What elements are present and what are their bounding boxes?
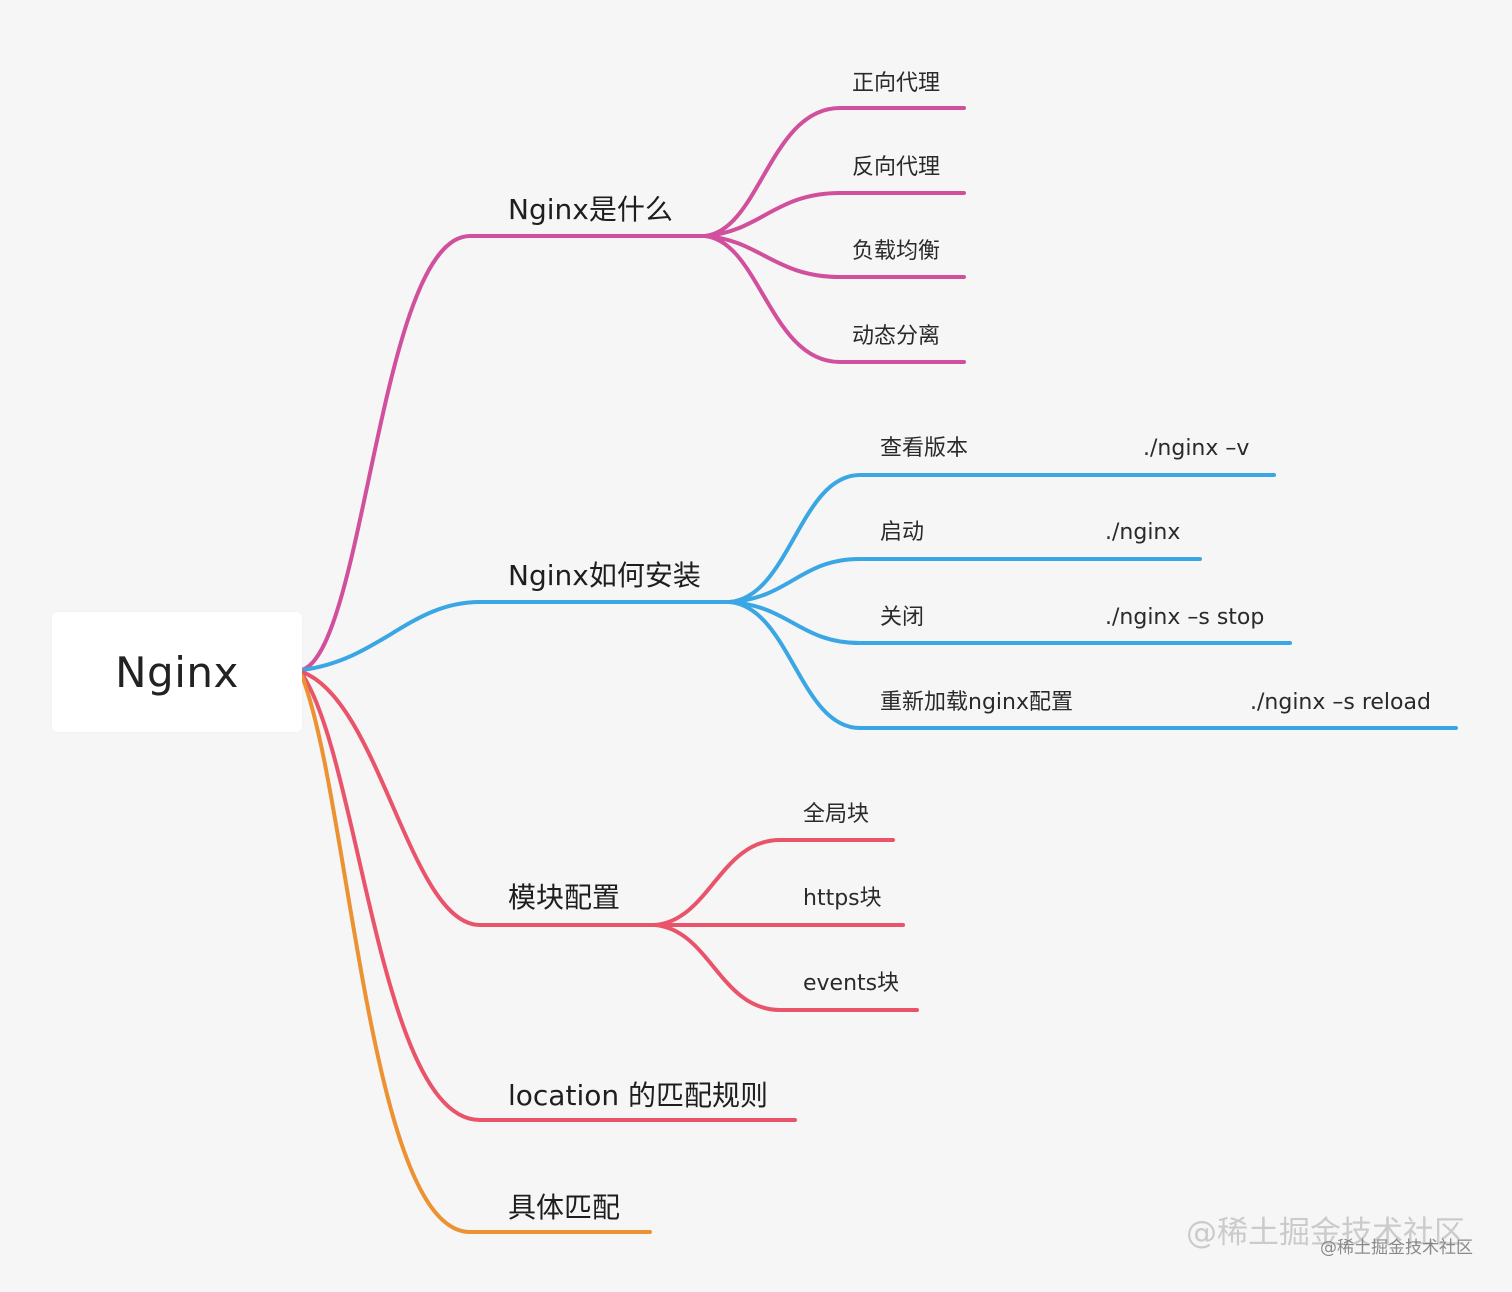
leaf-start[interactable]: 启动 bbox=[880, 520, 925, 545]
leaf-global-block[interactable]: 全局块 bbox=[803, 802, 870, 827]
link-install-1 bbox=[728, 557, 1202, 604]
cmd-reload: ./nginx –s reload bbox=[1250, 690, 1431, 715]
leaf-reverse-proxy[interactable]: 反向代理 bbox=[852, 155, 941, 180]
watermark-small: @稀土掘金技术社区 bbox=[1320, 1238, 1473, 1258]
link-root-what bbox=[300, 234, 712, 672]
link-install-2 bbox=[728, 600, 1292, 645]
link-root-match bbox=[300, 674, 652, 1234]
root-label: Nginx bbox=[115, 647, 239, 697]
leaf-events-block[interactable]: events块 bbox=[803, 971, 900, 996]
branch-location-label[interactable]: location 的匹配规则 bbox=[508, 1079, 768, 1112]
link-what-3 bbox=[703, 234, 966, 364]
leaf-https-block[interactable]: https块 bbox=[803, 886, 882, 911]
cmd-stop: ./nginx –s stop bbox=[1105, 605, 1265, 630]
link-module-2 bbox=[653, 923, 919, 1012]
branch-module-label[interactable]: 模块配置 bbox=[508, 881, 621, 914]
leaf-forward-proxy[interactable]: 正向代理 bbox=[852, 71, 941, 96]
link-root-install bbox=[300, 600, 737, 672]
link-what-2 bbox=[703, 234, 966, 279]
link-what-0 bbox=[703, 106, 966, 238]
branch-install-label[interactable]: Nginx如何安装 bbox=[508, 559, 701, 592]
branch-match-label[interactable]: 具体匹配 bbox=[508, 1191, 621, 1224]
link-what-1 bbox=[703, 191, 966, 238]
branch-what-label[interactable]: Nginx是什么 bbox=[508, 193, 673, 226]
cmd-check-version: ./nginx –v bbox=[1143, 436, 1250, 461]
leaf-reload[interactable]: 重新加载nginx配置 bbox=[880, 690, 1073, 715]
watermark-large: @稀土掘金技术社区 bbox=[1186, 1215, 1465, 1251]
link-root-location bbox=[300, 672, 797, 1122]
leaf-stop[interactable]: 关闭 bbox=[880, 605, 925, 630]
link-module-0 bbox=[653, 838, 895, 927]
leaf-dynamic-separation[interactable]: 动态分离 bbox=[852, 324, 941, 349]
link-root-module bbox=[300, 670, 662, 927]
link-install-3 bbox=[728, 600, 1458, 730]
leaf-check-version[interactable]: 查看版本 bbox=[880, 436, 969, 461]
cmd-start: ./nginx bbox=[1105, 520, 1181, 545]
link-install-0 bbox=[728, 473, 1276, 604]
leaf-load-balancing[interactable]: 负载均衡 bbox=[852, 239, 941, 264]
root-node[interactable]: Nginx bbox=[52, 612, 302, 732]
